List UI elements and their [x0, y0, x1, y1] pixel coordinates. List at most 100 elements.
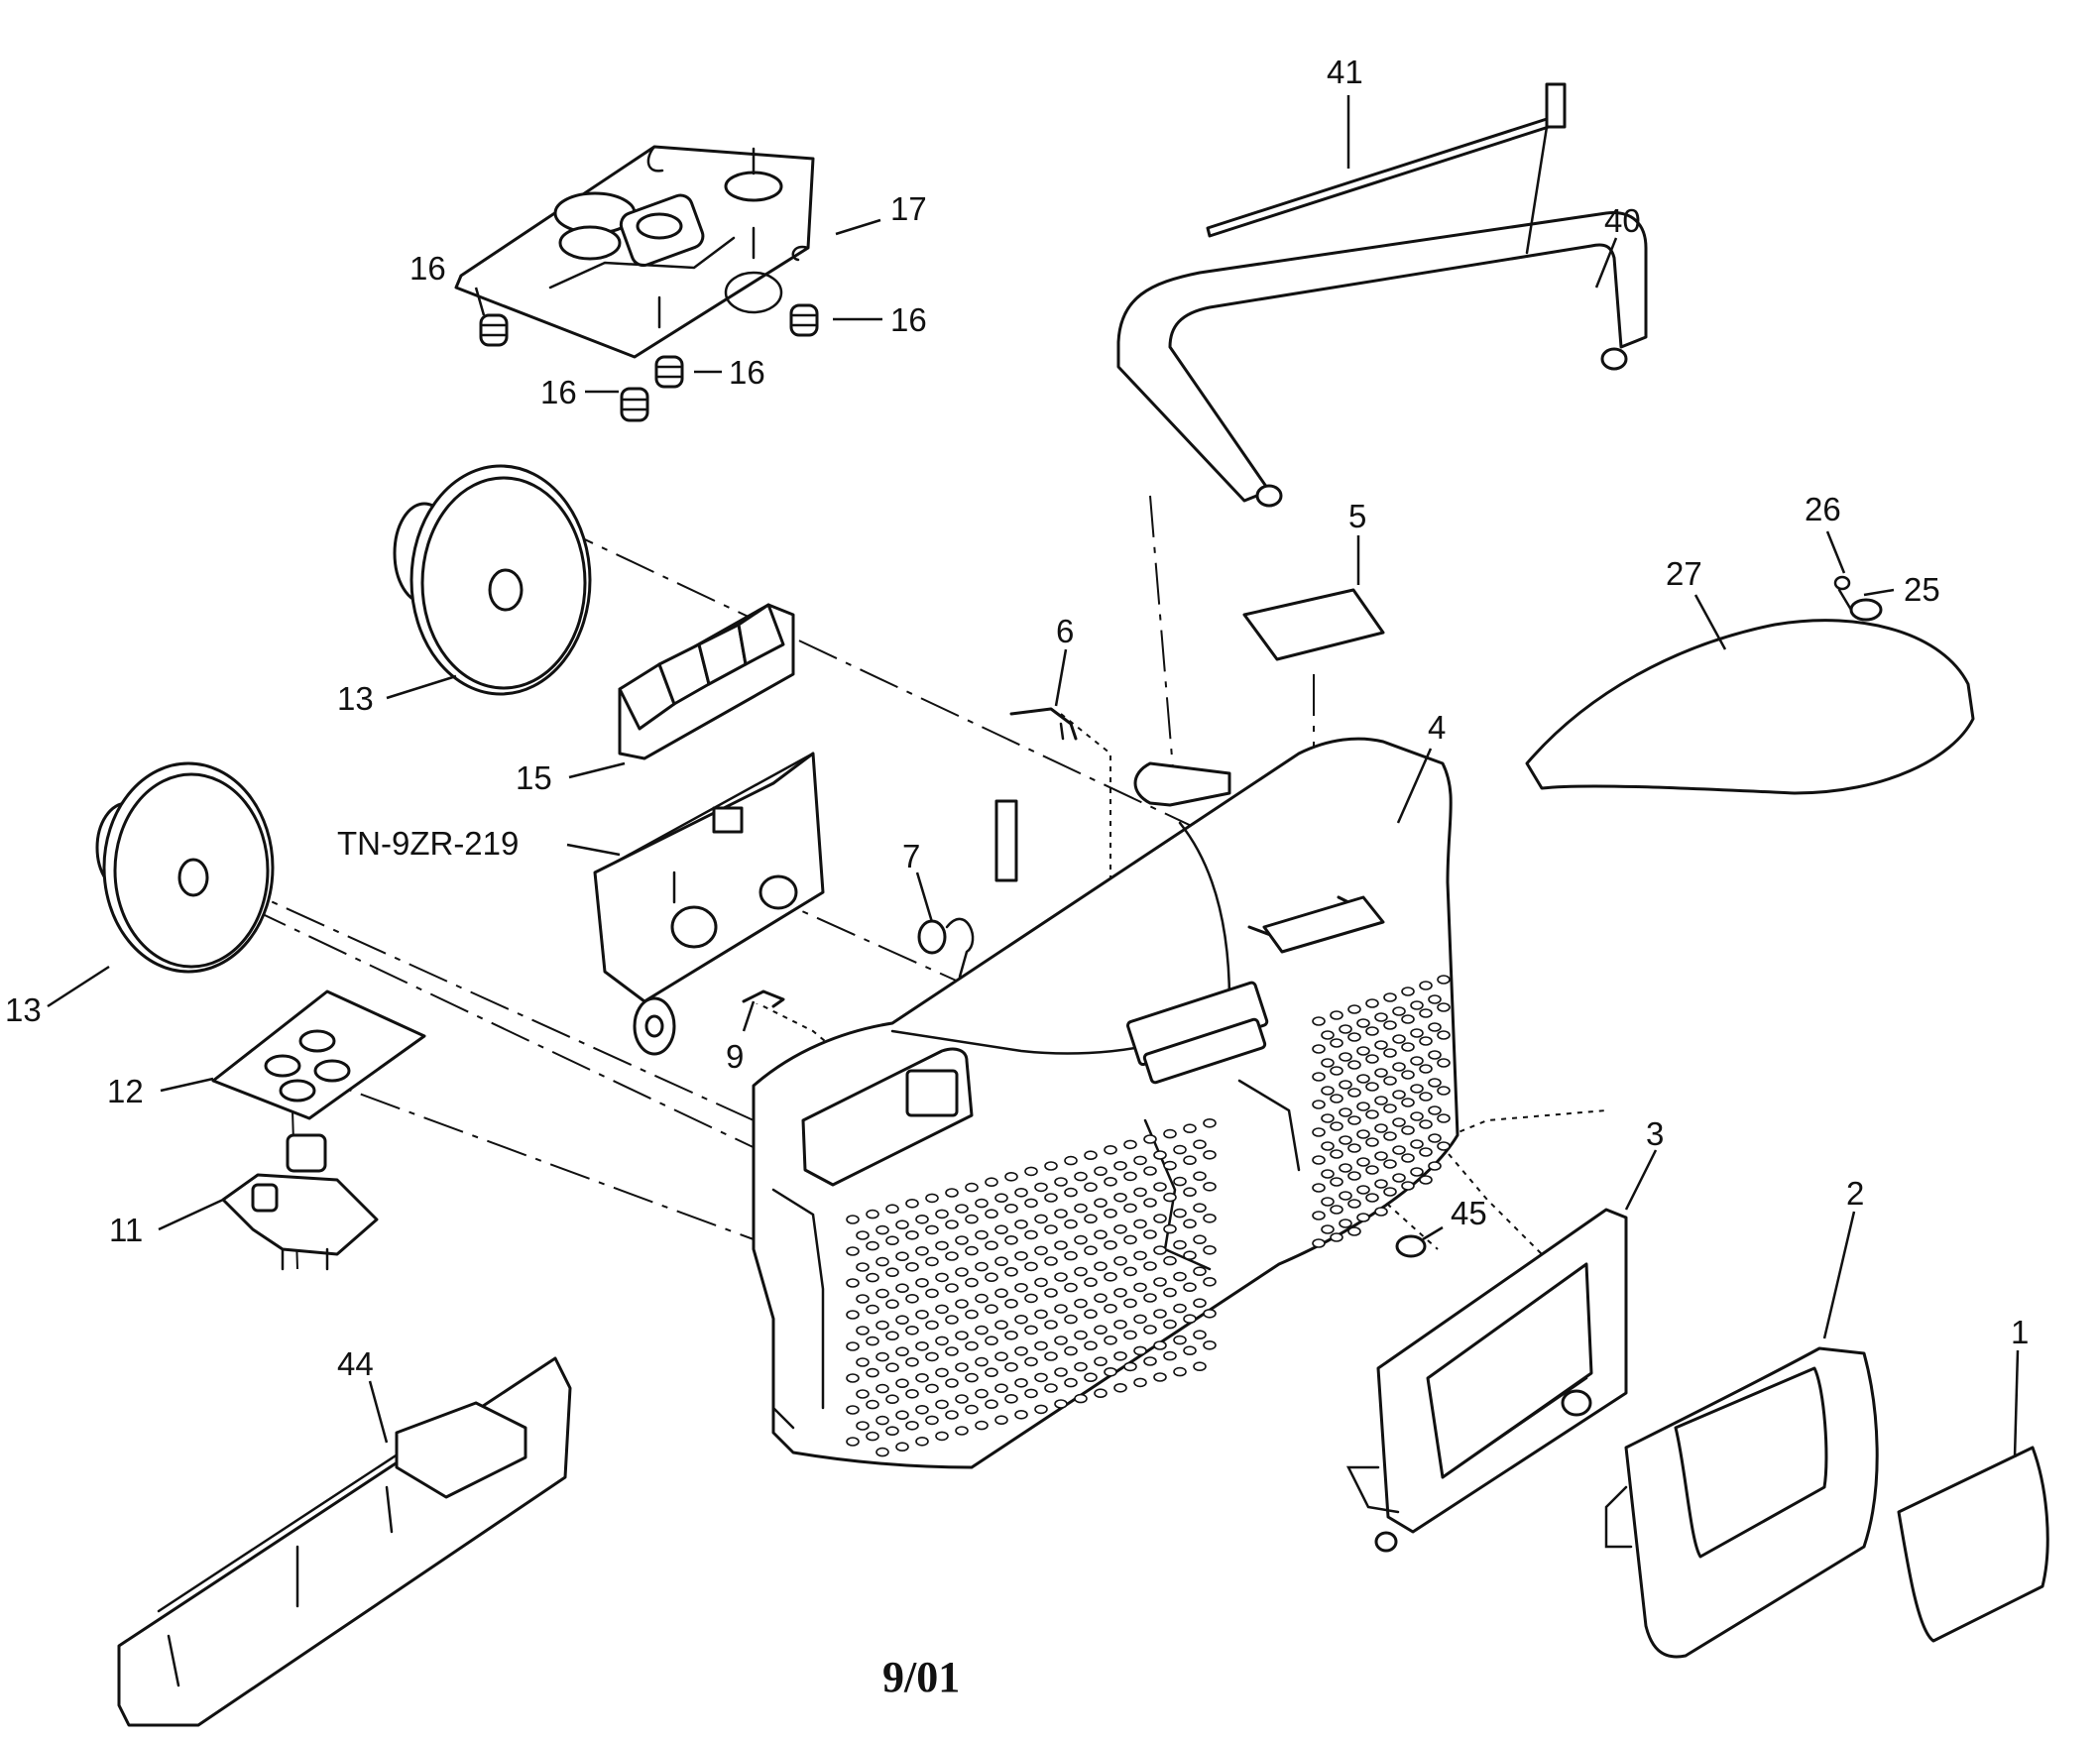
grille-hole: [1163, 1192, 1177, 1203]
grille-hole: [1014, 1315, 1028, 1325]
cassette-door: [1604, 1346, 1879, 1659]
grille-hole: [985, 1209, 998, 1219]
grille-hole: [975, 1293, 989, 1304]
grille-hole: [1014, 1378, 1028, 1388]
leader-lines: [47, 95, 2020, 1458]
grille-hole: [1203, 1277, 1217, 1287]
grille-hole: [1004, 1362, 1018, 1372]
grille-hole: [1356, 1129, 1370, 1139]
grille-hole: [1084, 1309, 1098, 1319]
lid: [1525, 575, 1975, 795]
grille-hole: [1419, 1036, 1433, 1046]
grille-hole: [1312, 1183, 1326, 1193]
grille-hole: [895, 1220, 909, 1229]
grille-hole: [1365, 1082, 1379, 1092]
grille-hole: [1330, 1094, 1343, 1104]
grille-hole: [1321, 1197, 1335, 1207]
grille-hole: [1173, 1239, 1187, 1250]
grille-hole: [1401, 1098, 1415, 1107]
callout-5: 5: [1348, 498, 1366, 534]
grille-hole: [1104, 1240, 1117, 1250]
grille-hole: [1383, 992, 1397, 1002]
grille-hole: [1014, 1188, 1028, 1198]
grille-hole: [1034, 1245, 1048, 1256]
grille-hole: [1419, 1147, 1433, 1157]
grille-hole: [1113, 1351, 1127, 1361]
grille-hole: [1044, 1193, 1058, 1203]
carry-handle: [1116, 82, 1648, 508]
grille-hole: [965, 1340, 979, 1351]
grille-hole: [1133, 1219, 1147, 1229]
grille-hole: [1437, 975, 1451, 985]
grille-hole: [1113, 1161, 1127, 1171]
grille-hole: [1014, 1251, 1028, 1261]
grille-hole: [1330, 1038, 1343, 1048]
grille-hole: [1383, 1131, 1397, 1141]
grille-hole: [955, 1299, 969, 1309]
callout-40: 40: [1604, 202, 1641, 239]
grille-hole: [1153, 1245, 1167, 1255]
grille-hole: [1014, 1346, 1028, 1356]
grille-hole: [994, 1193, 1008, 1203]
cd-mechanism: [454, 145, 815, 359]
tape-mechanism: [593, 752, 825, 1056]
grille-hole: [1173, 1366, 1187, 1377]
grille-hole: [1094, 1388, 1108, 1398]
grille-hole: [1133, 1282, 1147, 1293]
grille-hole: [1401, 1181, 1415, 1191]
grille-hole: [1321, 1141, 1335, 1151]
grille-hole: [885, 1235, 899, 1245]
grille-hole: [915, 1341, 929, 1351]
grille-hole: [1054, 1272, 1068, 1282]
grille-hole: [1401, 1070, 1415, 1080]
grille-hole: [1173, 1176, 1187, 1187]
small-hardware: [742, 707, 1078, 1008]
grille-hole: [935, 1367, 949, 1378]
grille-hole: [866, 1209, 879, 1220]
grille-hole: [856, 1326, 870, 1336]
grille-hole: [1401, 1014, 1415, 1024]
grille-hole: [994, 1224, 1008, 1234]
grille-hole: [846, 1405, 860, 1415]
grille-hole: [1094, 1356, 1108, 1366]
grille-hole: [1437, 1058, 1451, 1068]
grille-hole: [1034, 1182, 1048, 1193]
grille-hole: [1113, 1383, 1127, 1393]
grille-hole: [1312, 1100, 1326, 1109]
grille-hole: [1339, 1219, 1352, 1228]
grille-hole: [1044, 1351, 1058, 1361]
grille-hole: [1024, 1293, 1038, 1304]
grille-hole: [945, 1346, 959, 1356]
grille-hole: [1064, 1187, 1078, 1198]
grille-hole: [1123, 1139, 1137, 1150]
grille-hole: [1094, 1293, 1108, 1303]
grille-hole: [866, 1304, 879, 1315]
callout-26: 26: [1805, 491, 1841, 527]
grille-hole: [975, 1420, 989, 1431]
grille-hole: [1024, 1166, 1038, 1177]
grille-hole: [856, 1230, 870, 1240]
grille-hole: [905, 1389, 919, 1399]
grille-hole: [1321, 1224, 1335, 1234]
grille-hole: [856, 1421, 870, 1431]
grille-hole: [1084, 1182, 1098, 1192]
grille-hole: [965, 1245, 979, 1256]
grille-hole: [945, 1410, 959, 1420]
grille-hole: [866, 1367, 879, 1378]
grille-hole: [1339, 1135, 1352, 1145]
grille-hole: [1054, 1177, 1068, 1187]
grille-hole: [885, 1394, 899, 1404]
grille-hole: [866, 1431, 879, 1442]
grille-hole: [1024, 1229, 1038, 1240]
grille-hole: [846, 1437, 860, 1447]
grille-hole: [1143, 1261, 1157, 1271]
grille-hole: [1133, 1345, 1147, 1356]
grille-hole: [1163, 1287, 1177, 1298]
grille-hole: [875, 1320, 889, 1331]
grille-hole: [846, 1278, 860, 1288]
grille-hole: [1347, 1143, 1361, 1153]
grille-hole: [1383, 1187, 1397, 1197]
grille-hole: [985, 1399, 998, 1409]
grille-hole: [1004, 1172, 1018, 1182]
grille-hole: [1123, 1298, 1137, 1309]
